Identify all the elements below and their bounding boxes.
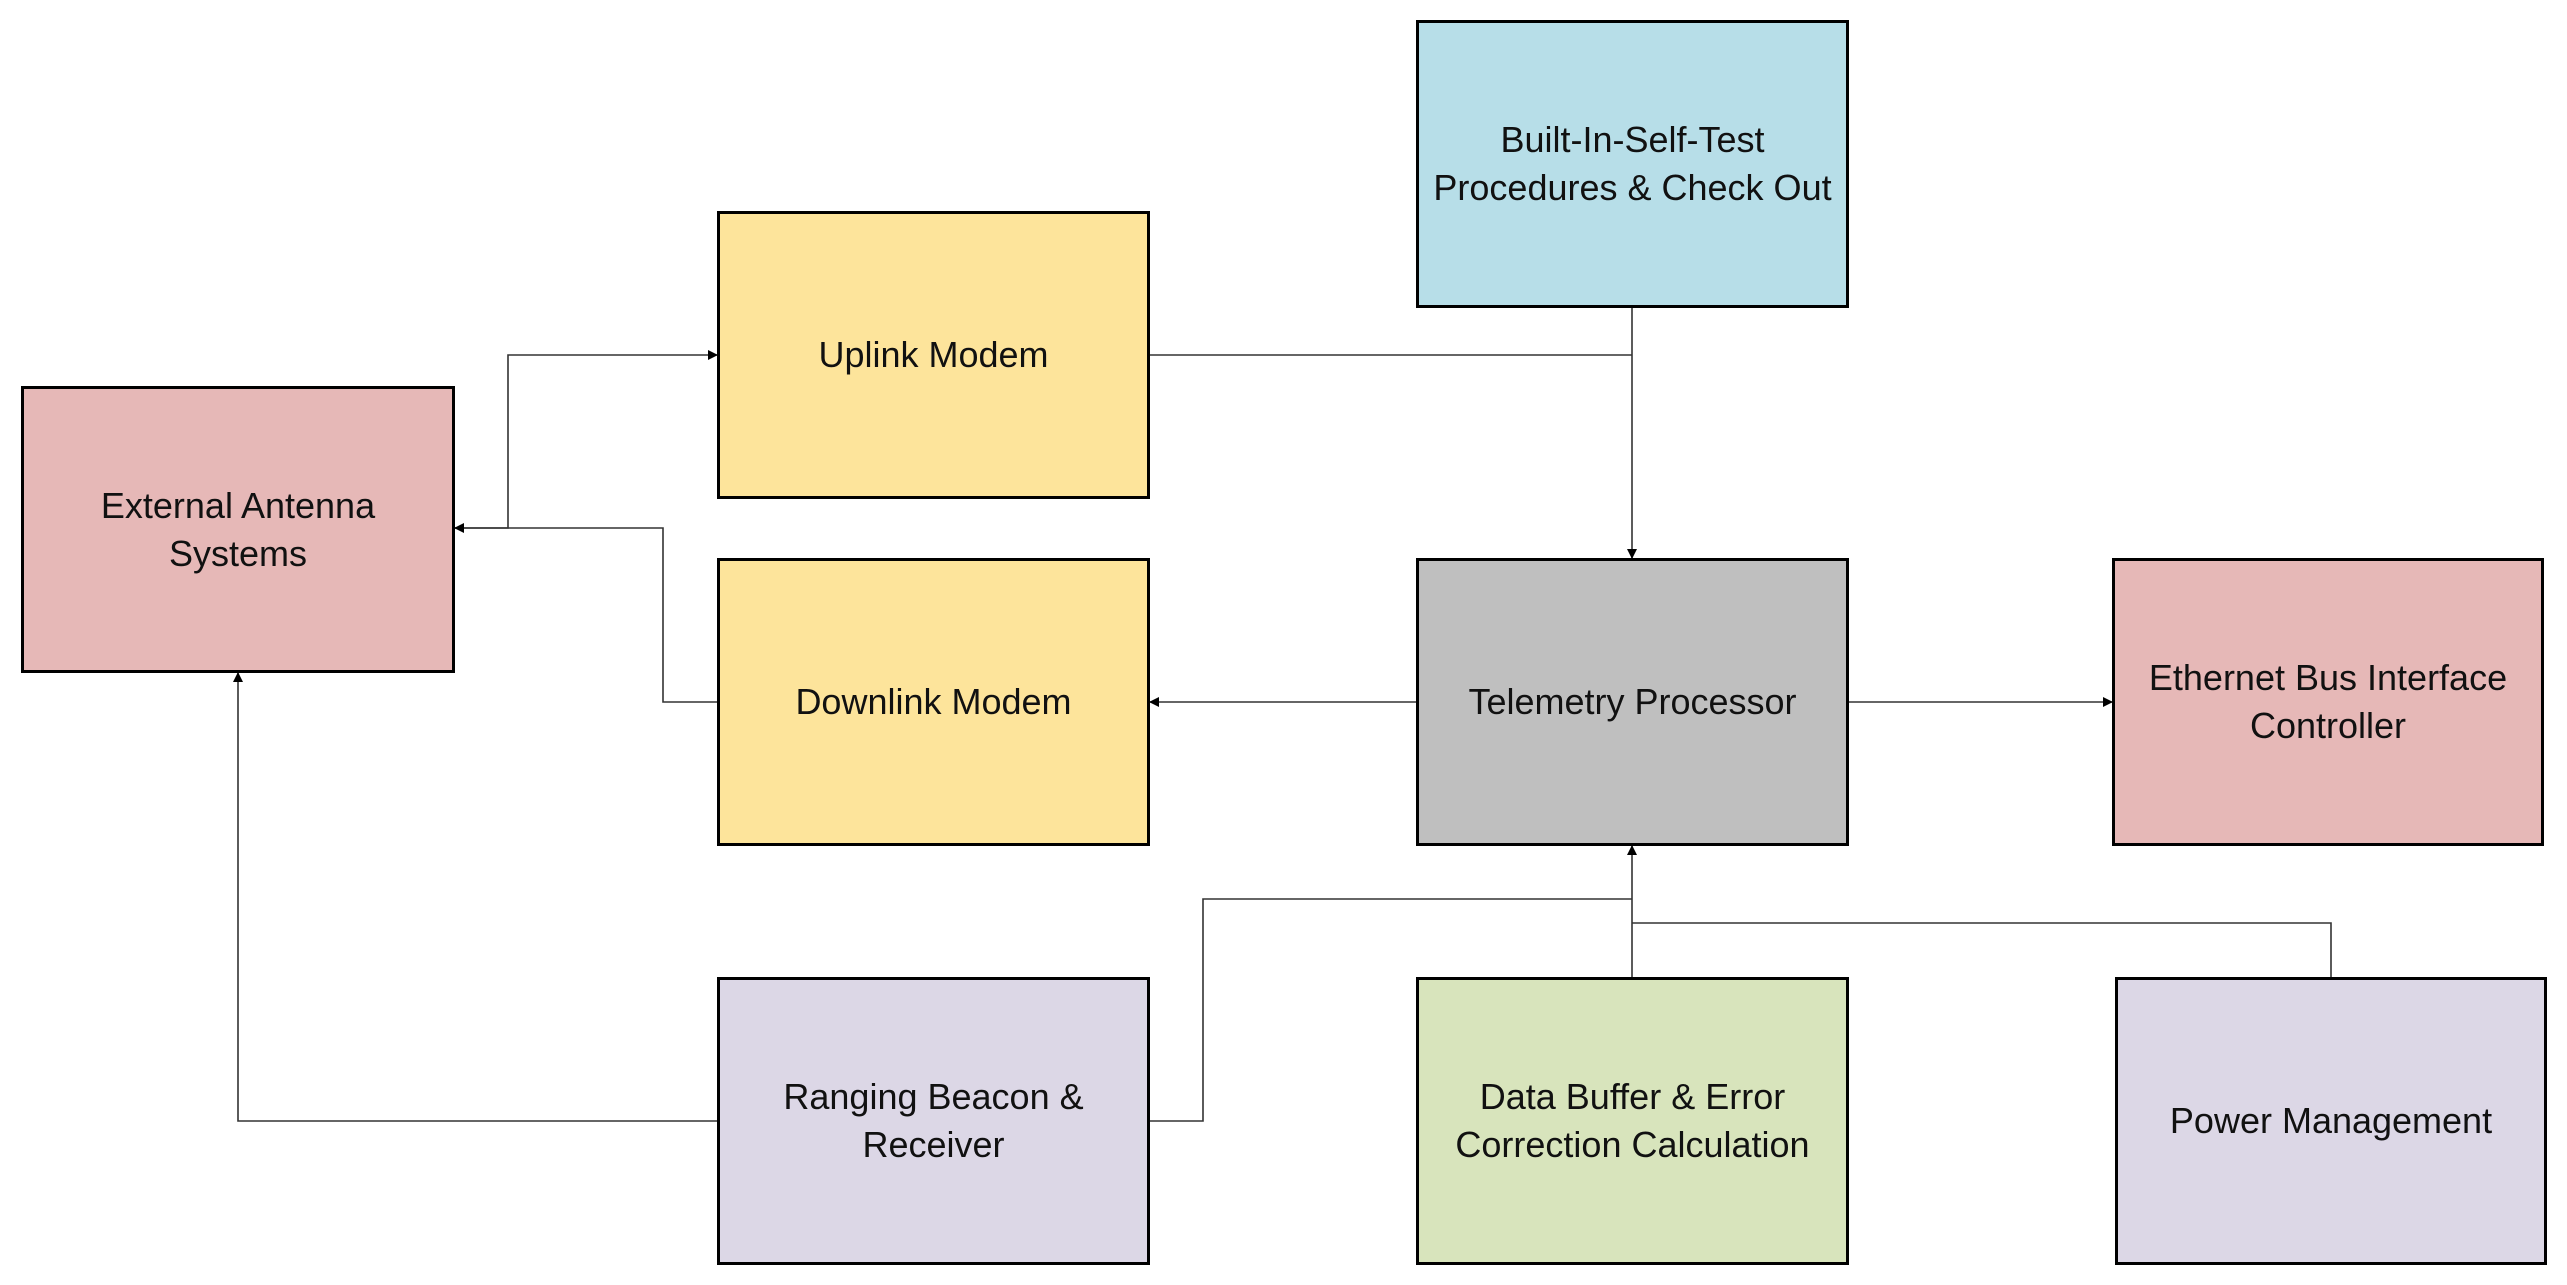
telemetry-processor-label: Telemetry Processor [1468,681,1797,722]
power-management-label: Power Management [2169,1100,2493,1141]
connector-downlink-to-antenna [454,523,717,703]
uplink-modem-box[interactable]: Uplink Modem [717,211,1150,499]
ranging-beacon-label: Ranging Beacon & Receiver [783,1076,1084,1165]
telemetry-processor-box[interactable]: Telemetry Processor [1416,558,1849,846]
downlink-modem-box[interactable]: Downlink Modem [717,558,1150,846]
connector-ranging-to-telemetry [1150,898,1632,1122]
data-buffer-box[interactable]: Data Buffer & Error Correction Calculati… [1416,977,1849,1265]
ethernet-controller-label: Ethernet Bus Interface Controller [2148,657,2508,746]
bist-label: Built-In-Self-Test Procedures & Check Ou… [1433,119,1832,208]
power-management-box[interactable]: Power Management [2115,977,2547,1265]
connector-power-to-telemetry [1632,922,2332,977]
connector-ranging-to-antenna [233,672,717,1122]
external-antenna-box[interactable]: External Antenna Systems [21,386,455,673]
bist-box[interactable]: Built-In-Self-Test Procedures & Check Ou… [1416,20,1849,308]
ethernet-controller-box[interactable]: Ethernet Bus Interface Controller [2112,558,2544,846]
uplink-modem-label: Uplink Modem [818,334,1049,375]
connector-antenna-to-uplink [455,350,718,529]
ranging-beacon-box[interactable]: Ranging Beacon & Receiver [717,977,1150,1265]
data-buffer-label: Data Buffer & Error Correction Calculati… [1455,1076,1810,1165]
external-antenna-label: External Antenna Systems [100,484,376,574]
downlink-modem-label: Downlink Modem [795,681,1072,722]
